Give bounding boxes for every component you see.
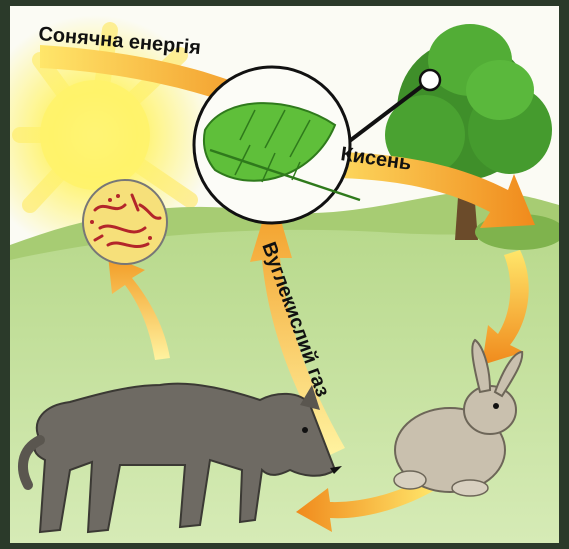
- microbes-icon: [83, 180, 167, 264]
